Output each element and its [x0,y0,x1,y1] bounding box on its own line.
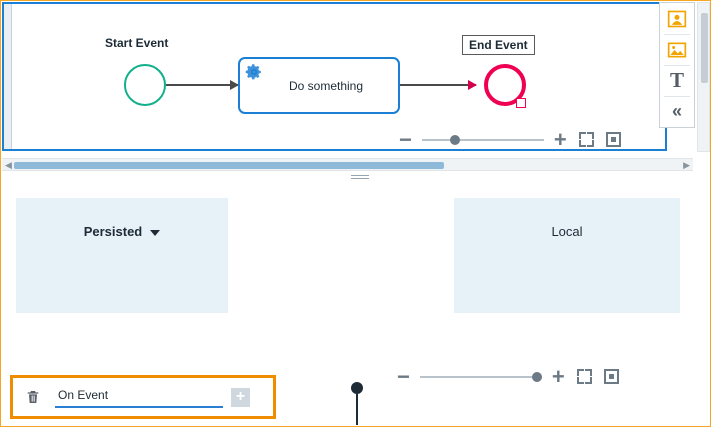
trash-icon[interactable] [25,388,41,406]
detail-zoom-slider-track [419,375,542,378]
scroll-right-icon[interactable]: ▶ [683,160,690,170]
toolbar-divider-2 [664,65,690,66]
detail-fit-to-screen-icon[interactable] [576,369,592,384]
detail-zoom-slider-knob[interactable] [531,371,542,382]
vertical-scrollbar[interactable] [697,2,710,152]
chevron-down-icon[interactable] [150,229,161,236]
zoom-slider[interactable] [421,133,544,147]
canvas-left-gutter [4,4,12,149]
plus-icon[interactable]: + [231,387,250,407]
trash-icon-glyph [27,391,39,403]
sequence-flow-2[interactable] [400,80,477,90]
diagram-zoom-toolbar[interactable]: − + [399,126,621,149]
bottom-right-gutter [690,183,693,425]
event-name-input[interactable] [55,386,223,408]
lane-local[interactable]: Local [454,198,680,313]
collapse-icon-glyph: « [671,101,682,121]
zoom-in-button[interactable]: + [553,126,567,149]
horizontal-scrollbar-thumb[interactable] [14,162,444,169]
diagram-canvas[interactable]: Start Event Do something End Event − [4,4,665,149]
scroll-left-icon[interactable]: ◀ [5,160,12,170]
start-event-shape[interactable] [124,64,166,106]
center-icon[interactable] [605,132,621,147]
user-image-icon[interactable] [660,3,694,34]
toolbar-divider-3 [664,96,690,97]
image-icon[interactable] [660,34,694,65]
splitter-grip[interactable] [351,175,369,179]
diagram-canvas-pane[interactable]: Start Event Do something End Event − [2,2,667,151]
vertical-scrollbar-thumb[interactable] [701,13,708,83]
lane-local-label: Local [551,224,583,239]
lane-persisted-label: Persisted [83,224,143,239]
zoom-slider-knob[interactable] [449,134,460,145]
lane-persisted[interactable]: Persisted [16,198,228,313]
end-event-label: End Event [462,35,535,55]
horizontal-scrollbar[interactable]: ◀ ▶ [2,158,693,171]
detail-zoom-in-button[interactable]: + [551,363,565,389]
detail-zoom-toolbar[interactable]: − + [397,363,619,389]
pane-splitter[interactable] [2,171,693,183]
start-event-label: Start Event [105,36,169,50]
user-image-icon-glyph [667,10,687,27]
detail-center-icon[interactable] [603,369,619,384]
text-icon[interactable]: T [660,65,694,96]
task-label: Do something [288,78,364,93]
zoom-slider-track [421,138,544,141]
flow-start-node[interactable] [351,382,363,394]
collapse-icon[interactable]: « [660,96,694,127]
sequence-flow-1[interactable] [166,80,239,90]
detail-zoom-out-button[interactable]: − [397,363,410,389]
lane-persisted-label-wrap: Persisted [16,224,228,239]
zoom-out-button[interactable]: − [399,126,412,149]
fit-to-screen-icon[interactable] [578,132,594,147]
image-icon-glyph [667,42,687,57]
text-icon-glyph: T [669,68,684,92]
end-event-resize-handle[interactable] [516,98,526,108]
gear-icon [245,64,261,80]
detail-zoom-slider[interactable] [419,370,542,384]
flow-connector[interactable] [356,394,358,425]
task-shape[interactable]: Do something [238,57,400,114]
bottom-left-gutter [2,183,10,425]
event-edit-bar[interactable]: + [10,375,276,419]
palette-toolbar[interactable]: T « [659,2,695,128]
toolbar-divider-1 [664,34,690,35]
